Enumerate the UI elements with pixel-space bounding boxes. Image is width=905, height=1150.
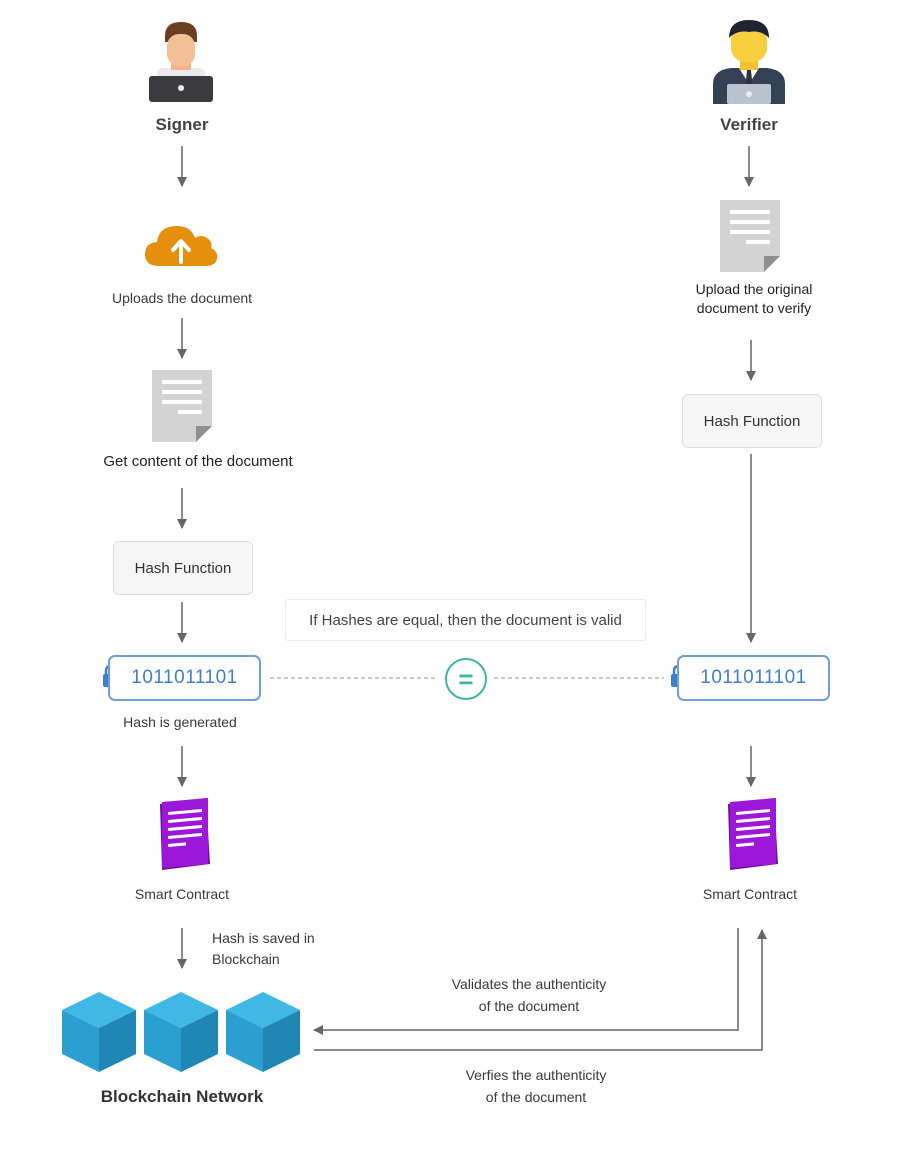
verifies-line1: Verfies the authenticity [465, 1067, 607, 1083]
validates-line1: Validates the authenticity [451, 976, 607, 992]
verifier-contract-label: Smart Contract [702, 886, 798, 902]
validates-line2: of the document [478, 998, 580, 1014]
content-label: Get content of the document [103, 453, 293, 470]
cube-icon [144, 992, 218, 1072]
cloud-upload-icon [145, 226, 218, 266]
compare-note: If Hashes are equal, then the document i… [285, 599, 646, 641]
signer-hash-box: 1011011101 [108, 655, 261, 701]
contract-icon [160, 798, 210, 870]
arrow-validates [313, 928, 739, 1035]
verifier-upload-line1: Upload the original [695, 281, 813, 297]
blockchain-cubes [62, 992, 300, 1072]
hash-saved-line1: Hash is saved in [212, 930, 315, 946]
signer-title: Signer [155, 115, 209, 134]
hash-saved-line2: Blockchain [212, 951, 280, 967]
equals-icon: = [445, 658, 487, 700]
cube-icon [226, 992, 300, 1072]
person-laptop-icon [149, 22, 213, 102]
signer-hash-function: Hash Function [113, 541, 253, 595]
verifier-hash-function: Hash Function [682, 394, 822, 448]
hash-generated-label: Hash is generated [123, 714, 237, 730]
signer-contract-label: Smart Contract [134, 886, 230, 902]
verifier-hash-box: 1011011101 [677, 655, 830, 701]
blockchain-title: Blockchain Network [100, 1087, 264, 1106]
cube-icon [62, 992, 136, 1072]
document-icon [152, 370, 212, 442]
arrow-verifies [314, 929, 767, 1051]
verifier-upload-line2: document to verify [696, 300, 812, 316]
contract-icon [728, 798, 778, 870]
verifier-title: Verifier [720, 115, 778, 134]
verifies-line2: of the document [485, 1089, 587, 1105]
upload-label: Uploads the document [111, 290, 253, 306]
document-icon [720, 200, 780, 272]
businessman-icon [713, 20, 785, 104]
